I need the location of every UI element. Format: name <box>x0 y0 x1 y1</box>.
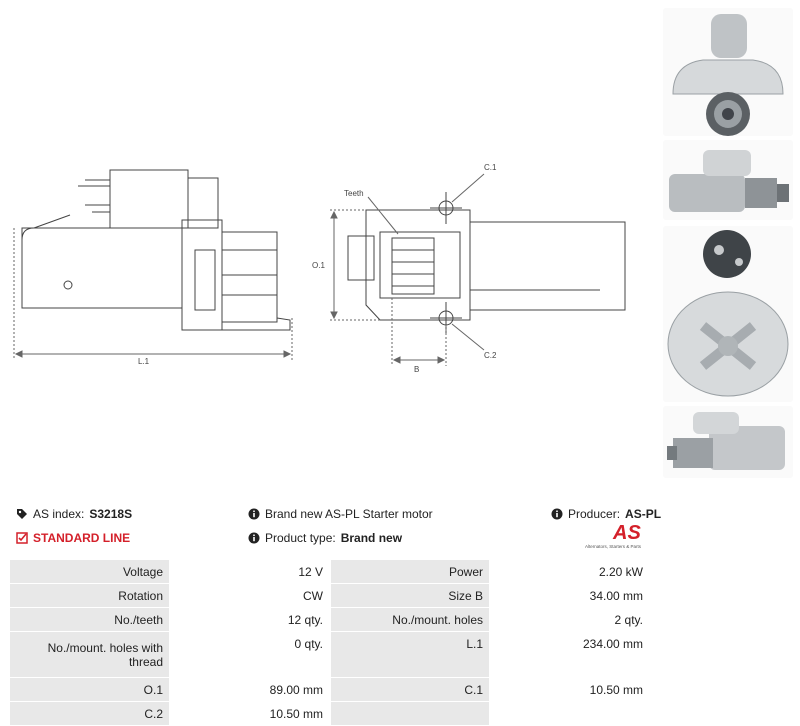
spec-value: 89.00 mm <box>170 677 331 702</box>
product-type-row: Product type: Brand new <box>248 531 402 545</box>
spec-value: 10.50 mm <box>170 701 331 726</box>
info-icon <box>248 532 260 544</box>
table-row: Rotation CW Size B 34.00 mm <box>10 583 651 608</box>
spec-value: 12 V <box>170 560 331 584</box>
spec-label: No./mount. holes <box>330 607 491 632</box>
table-row: O.1 89.00 mm C.1 10.50 mm <box>10 677 651 702</box>
info-icon <box>551 508 563 520</box>
as-index-row: AS index: S3218S <box>16 507 132 521</box>
spec-value <box>490 701 651 726</box>
spec-label: Power <box>330 560 491 584</box>
product-info: AS index: S3218S STANDARD LINE Brand new… <box>0 500 800 560</box>
spec-label: O.1 <box>10 677 171 702</box>
o1-dimension <box>330 209 380 321</box>
logo-mark: AS <box>613 522 641 544</box>
spec-value: 2 qty. <box>490 607 651 632</box>
o1-label: O.1 <box>312 261 325 270</box>
l1-label: L.1 <box>138 357 150 366</box>
spec-label: C.1 <box>330 677 491 702</box>
description-row: Brand new AS-PL Starter motor <box>248 507 433 521</box>
product-type-value: Brand new <box>340 531 403 545</box>
c1-label: C.1 <box>484 163 497 172</box>
starter-side-view-photo[interactable] <box>663 140 793 220</box>
technical-drawing: L.1 O.1 B C.1 C.2 Teeth <box>13 163 626 374</box>
spec-label <box>330 701 491 726</box>
producer-value: AS-PL <box>625 507 662 521</box>
spec-value: 12 qty. <box>170 607 331 632</box>
spec-label: L.1 <box>330 631 491 678</box>
b-dimension <box>391 298 447 366</box>
spec-value: 234.00 mm <box>490 631 651 678</box>
spec-label: Voltage <box>10 560 171 584</box>
spec-value: 2.20 kW <box>490 560 651 584</box>
table-row: No./teeth 12 qty. No./mount. holes 2 qty… <box>10 607 651 632</box>
producer-label: Producer: <box>568 507 621 521</box>
as-index-label: AS index: <box>33 507 85 521</box>
spec-label: Size B <box>330 583 491 608</box>
teeth-label: Teeth <box>344 189 364 198</box>
spec-value: 10.50 mm <box>490 677 651 702</box>
starter-angle-view-photo[interactable] <box>663 406 793 478</box>
tag-icon <box>16 508 28 520</box>
table-row: Voltage 12 V Power 2.20 kW <box>10 560 651 584</box>
side-view-drawing <box>21 169 291 331</box>
spec-value: 0 qty. <box>170 631 331 678</box>
b-label: B <box>414 365 419 374</box>
table-row: C.2 10.50 mm <box>10 701 651 726</box>
product-type-label: Product type: <box>265 531 336 545</box>
spec-label: C.2 <box>10 701 171 726</box>
as-pl-logo: AS Alternators, Starters & Parts <box>585 522 651 554</box>
checkbox-checked-icon <box>16 532 28 544</box>
info-icon <box>248 508 260 520</box>
standard-line-row: STANDARD LINE <box>16 531 130 545</box>
product-description: Brand new AS-PL Starter motor <box>265 507 433 521</box>
spec-value: 34.00 mm <box>490 583 651 608</box>
spec-table: Voltage 12 V Power 2.20 kW Rotation CW S… <box>10 560 651 726</box>
logo-tagline: Alternators, Starters & Parts <box>585 544 642 549</box>
spec-label: No./teeth <box>10 607 171 632</box>
starter-front-view-photo[interactable] <box>663 8 793 136</box>
standard-line-label: STANDARD LINE <box>33 531 131 545</box>
c2-label: C.2 <box>484 351 497 360</box>
table-row: No./mount. holes with thread 0 qty. L.1 … <box>10 631 651 678</box>
spec-value: CW <box>170 583 331 608</box>
product-photos <box>658 0 800 500</box>
spec-label: No./mount. holes with thread <box>10 631 171 678</box>
starter-rear-view-photo[interactable] <box>663 226 793 402</box>
spec-label: Rotation <box>10 583 171 608</box>
l1-dimension <box>13 228 293 360</box>
as-index-value: S3218S <box>89 507 133 521</box>
front-view-drawing <box>347 192 626 334</box>
producer-row: Producer: AS-PL <box>551 507 661 521</box>
